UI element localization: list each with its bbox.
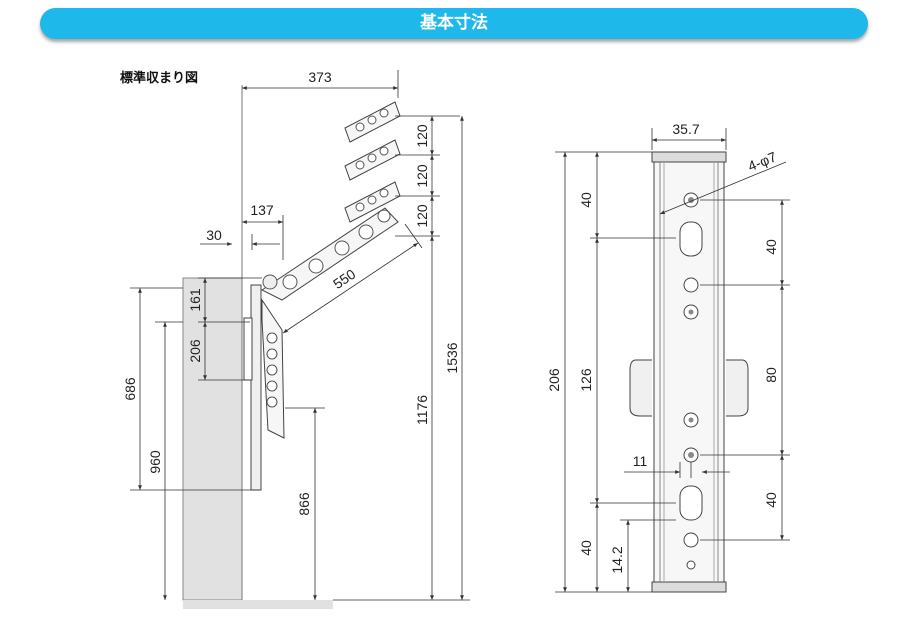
arm-position-2: [344, 139, 401, 181]
dim-550: 550: [330, 266, 358, 292]
dim-35-7: 35.7: [672, 121, 699, 137]
mount-plate: [243, 317, 253, 381]
dim-1176: 1176: [414, 395, 430, 425]
wall: [182, 277, 243, 601]
front-view: [629, 151, 749, 593]
dim-4-phi7: 4-φ7: [746, 148, 779, 174]
dim-1536: 1536: [444, 342, 460, 373]
body-top-cap: [651, 151, 727, 163]
dim-40-bottom: 40: [578, 540, 594, 556]
floor: [183, 600, 333, 609]
side-view: [182, 85, 401, 609]
side-dimension-lines: [130, 70, 470, 601]
dim-206-total: 206: [546, 368, 562, 392]
dim-80-right: 80: [763, 367, 779, 383]
page-title: 基本寸法: [420, 13, 488, 33]
dim-40-top: 40: [578, 192, 594, 208]
dim-960: 960: [147, 450, 163, 474]
dim-120-mid: 120: [414, 164, 430, 188]
dim-40-right-top: 40: [763, 239, 779, 255]
bracket-pole: [250, 284, 262, 491]
title-banner: 基本寸法: [40, 8, 868, 39]
dim-161: 161: [187, 288, 203, 312]
dim-686: 686: [122, 377, 138, 401]
dim-866: 866: [296, 492, 312, 516]
dim-11: 11: [633, 453, 648, 469]
dim-206: 206: [187, 339, 203, 363]
dim-120-top: 120: [414, 124, 430, 148]
dim-373: 373: [308, 69, 332, 85]
arm-position-3: [344, 101, 401, 143]
dim-30: 30: [206, 227, 222, 243]
body-bottom-cap: [651, 581, 727, 593]
folded-arm: [261, 298, 285, 439]
dim-137: 137: [250, 202, 274, 218]
front-dimension-lines: [555, 128, 790, 593]
dim-120-bottom: 120: [414, 204, 430, 228]
dim-14-2: 14.2: [609, 546, 625, 573]
dim-126: 126: [578, 368, 594, 392]
dim-40-right-bottom: 40: [763, 492, 779, 508]
side-view-label: 標準収まり図: [120, 71, 199, 86]
